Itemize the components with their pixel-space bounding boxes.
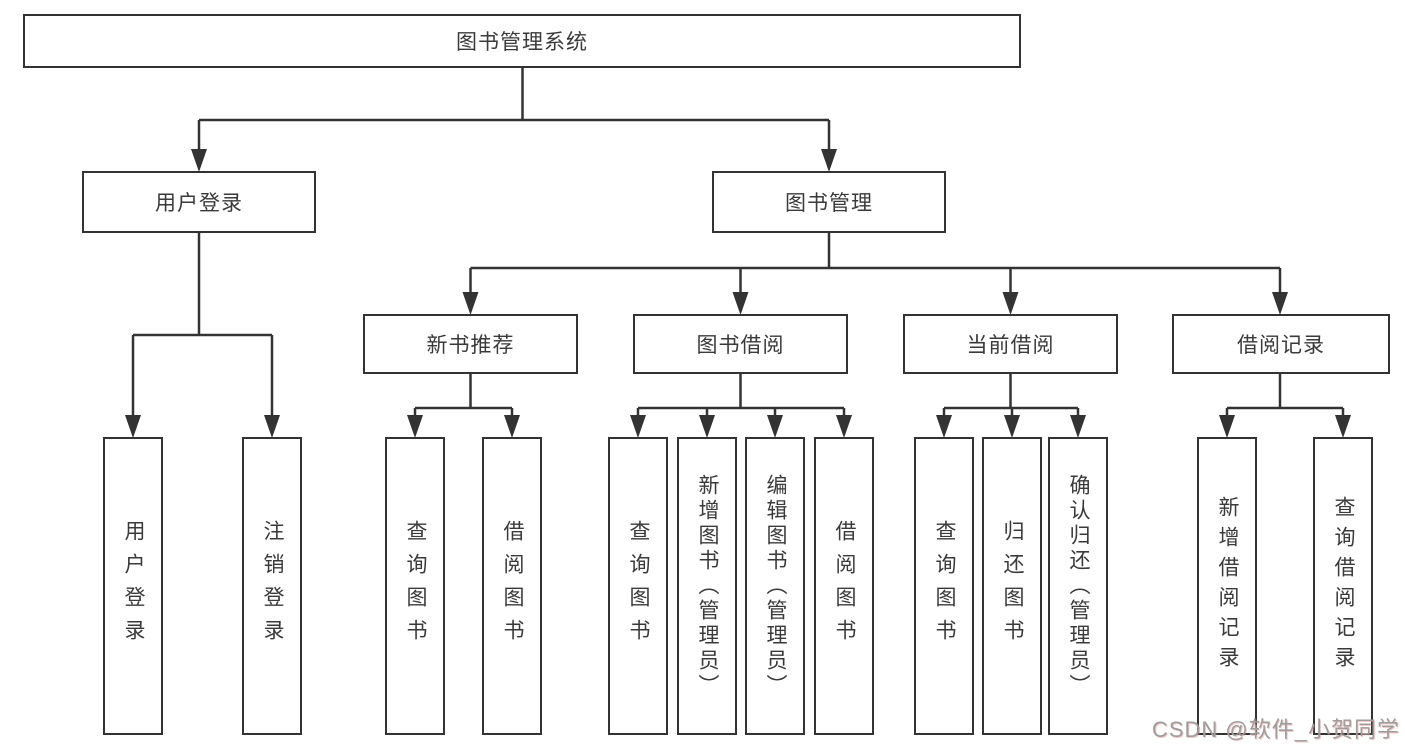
edge-borrow-to-leaves bbox=[636, 374, 846, 418]
node-borrow-records: 借阅记录 bbox=[1172, 314, 1390, 374]
leaf-borrow-add-book-admin: 新增图书（管理员） bbox=[677, 437, 737, 735]
leaf-borrow-query-book: 查询图书 bbox=[608, 437, 668, 735]
edge-records-to-leaves bbox=[1225, 374, 1345, 418]
leaf-records-add-record: 新增借阅记录 bbox=[1197, 437, 1257, 735]
leaf-records-query-record: 查询借阅记录 bbox=[1313, 437, 1373, 735]
node-user-login-group: 用户登录 bbox=[82, 171, 316, 233]
leaf-current-query-book: 查询图书 bbox=[914, 437, 974, 735]
csdn-watermark: CSDN @软件_小贺同学 bbox=[1151, 717, 1400, 742]
leaf-newbook-query-book: 查询图书 bbox=[385, 437, 445, 735]
leaf-borrow-borrow-book: 借阅图书 bbox=[814, 437, 874, 735]
node-current-borrow: 当前借阅 bbox=[903, 314, 1118, 374]
edge-bookmgmt-to-level3 bbox=[469, 233, 1282, 294]
edge-root-to-level2 bbox=[197, 68, 831, 150]
edge-newbook-to-leaves bbox=[413, 374, 514, 418]
leaf-current-confirm-return-admin: 确认归还（管理员） bbox=[1048, 437, 1108, 735]
node-root-system: 图书管理系统 bbox=[23, 14, 1021, 68]
edge-login-to-leaves bbox=[131, 233, 274, 418]
edge-current-to-leaves bbox=[942, 374, 1080, 418]
leaf-newbook-borrow-book: 借阅图书 bbox=[482, 437, 542, 735]
node-book-borrow: 图书借阅 bbox=[633, 314, 848, 374]
leaf-logout: 注销登录 bbox=[242, 437, 302, 735]
node-new-book-recommend: 新书推荐 bbox=[363, 314, 578, 374]
node-book-management: 图书管理 bbox=[712, 171, 946, 233]
leaf-current-return-book: 归还图书 bbox=[982, 437, 1042, 735]
leaf-user-login: 用户登录 bbox=[103, 437, 163, 735]
leaf-borrow-edit-book-admin: 编辑图书（管理员） bbox=[745, 437, 805, 735]
